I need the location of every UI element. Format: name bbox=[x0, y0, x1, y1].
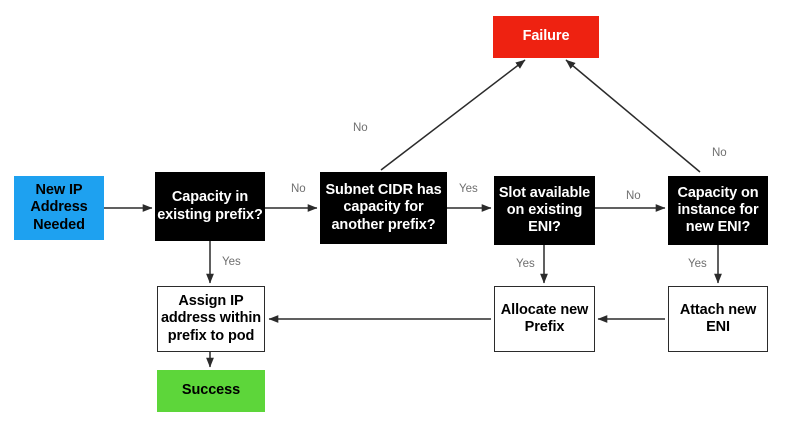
node-failure[interactable]: Failure bbox=[493, 16, 599, 58]
node-success[interactable]: Success bbox=[157, 370, 265, 412]
node-alloc_prefix[interactable]: Allocate new Prefix bbox=[494, 286, 595, 352]
lbl-capinst-no: No bbox=[712, 147, 727, 159]
e-subnet-no-failure bbox=[380, 59, 526, 171]
lbl-cap-yes: Yes bbox=[222, 256, 241, 268]
lbl-cap-no: No bbox=[291, 183, 306, 195]
node-start[interactable]: New IP Address Needed bbox=[14, 176, 104, 240]
node-cap_prefix[interactable]: Capacity in existing prefix? bbox=[155, 172, 265, 241]
node-subnet_cidr[interactable]: Subnet CIDR has capacity for another pre… bbox=[320, 172, 447, 244]
node-assign_ip[interactable]: Assign IP address within prefix to pod bbox=[157, 286, 265, 352]
lbl-slot-no: No bbox=[626, 190, 641, 202]
node-cap_instance[interactable]: Capacity on instance for new ENI? bbox=[668, 176, 768, 245]
node-slot_eni[interactable]: Slot available on existing ENI? bbox=[494, 176, 595, 245]
lbl-slot-yes: Yes bbox=[516, 258, 535, 270]
e-capinstance-no-failure bbox=[565, 59, 701, 173]
node-attach_eni[interactable]: Attach new ENI bbox=[668, 286, 768, 352]
lbl-subnet-no: No bbox=[353, 122, 368, 134]
lbl-subnet-yes: Yes bbox=[459, 183, 478, 195]
lbl-capinst-yes: Yes bbox=[688, 258, 707, 270]
